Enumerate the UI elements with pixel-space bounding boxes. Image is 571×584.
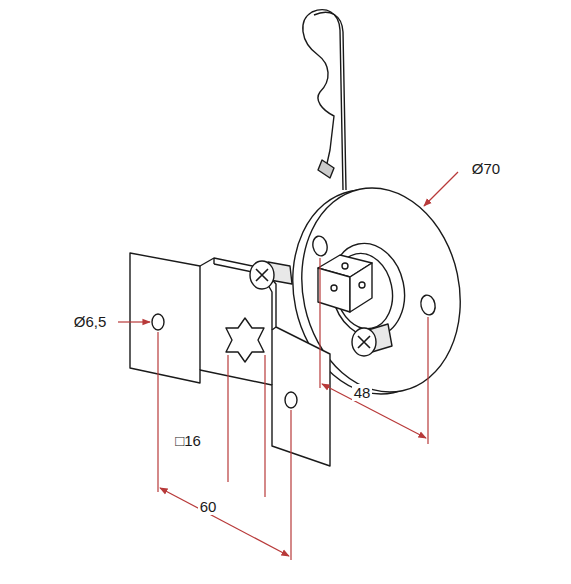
dimension-label: Ø6,5 [72, 313, 109, 330]
dimension-label: □16 [173, 432, 203, 449]
dimension-label: 60 [198, 498, 219, 515]
dimension-label: Ø70 [470, 160, 502, 177]
dimension-label: 48 [352, 384, 373, 401]
